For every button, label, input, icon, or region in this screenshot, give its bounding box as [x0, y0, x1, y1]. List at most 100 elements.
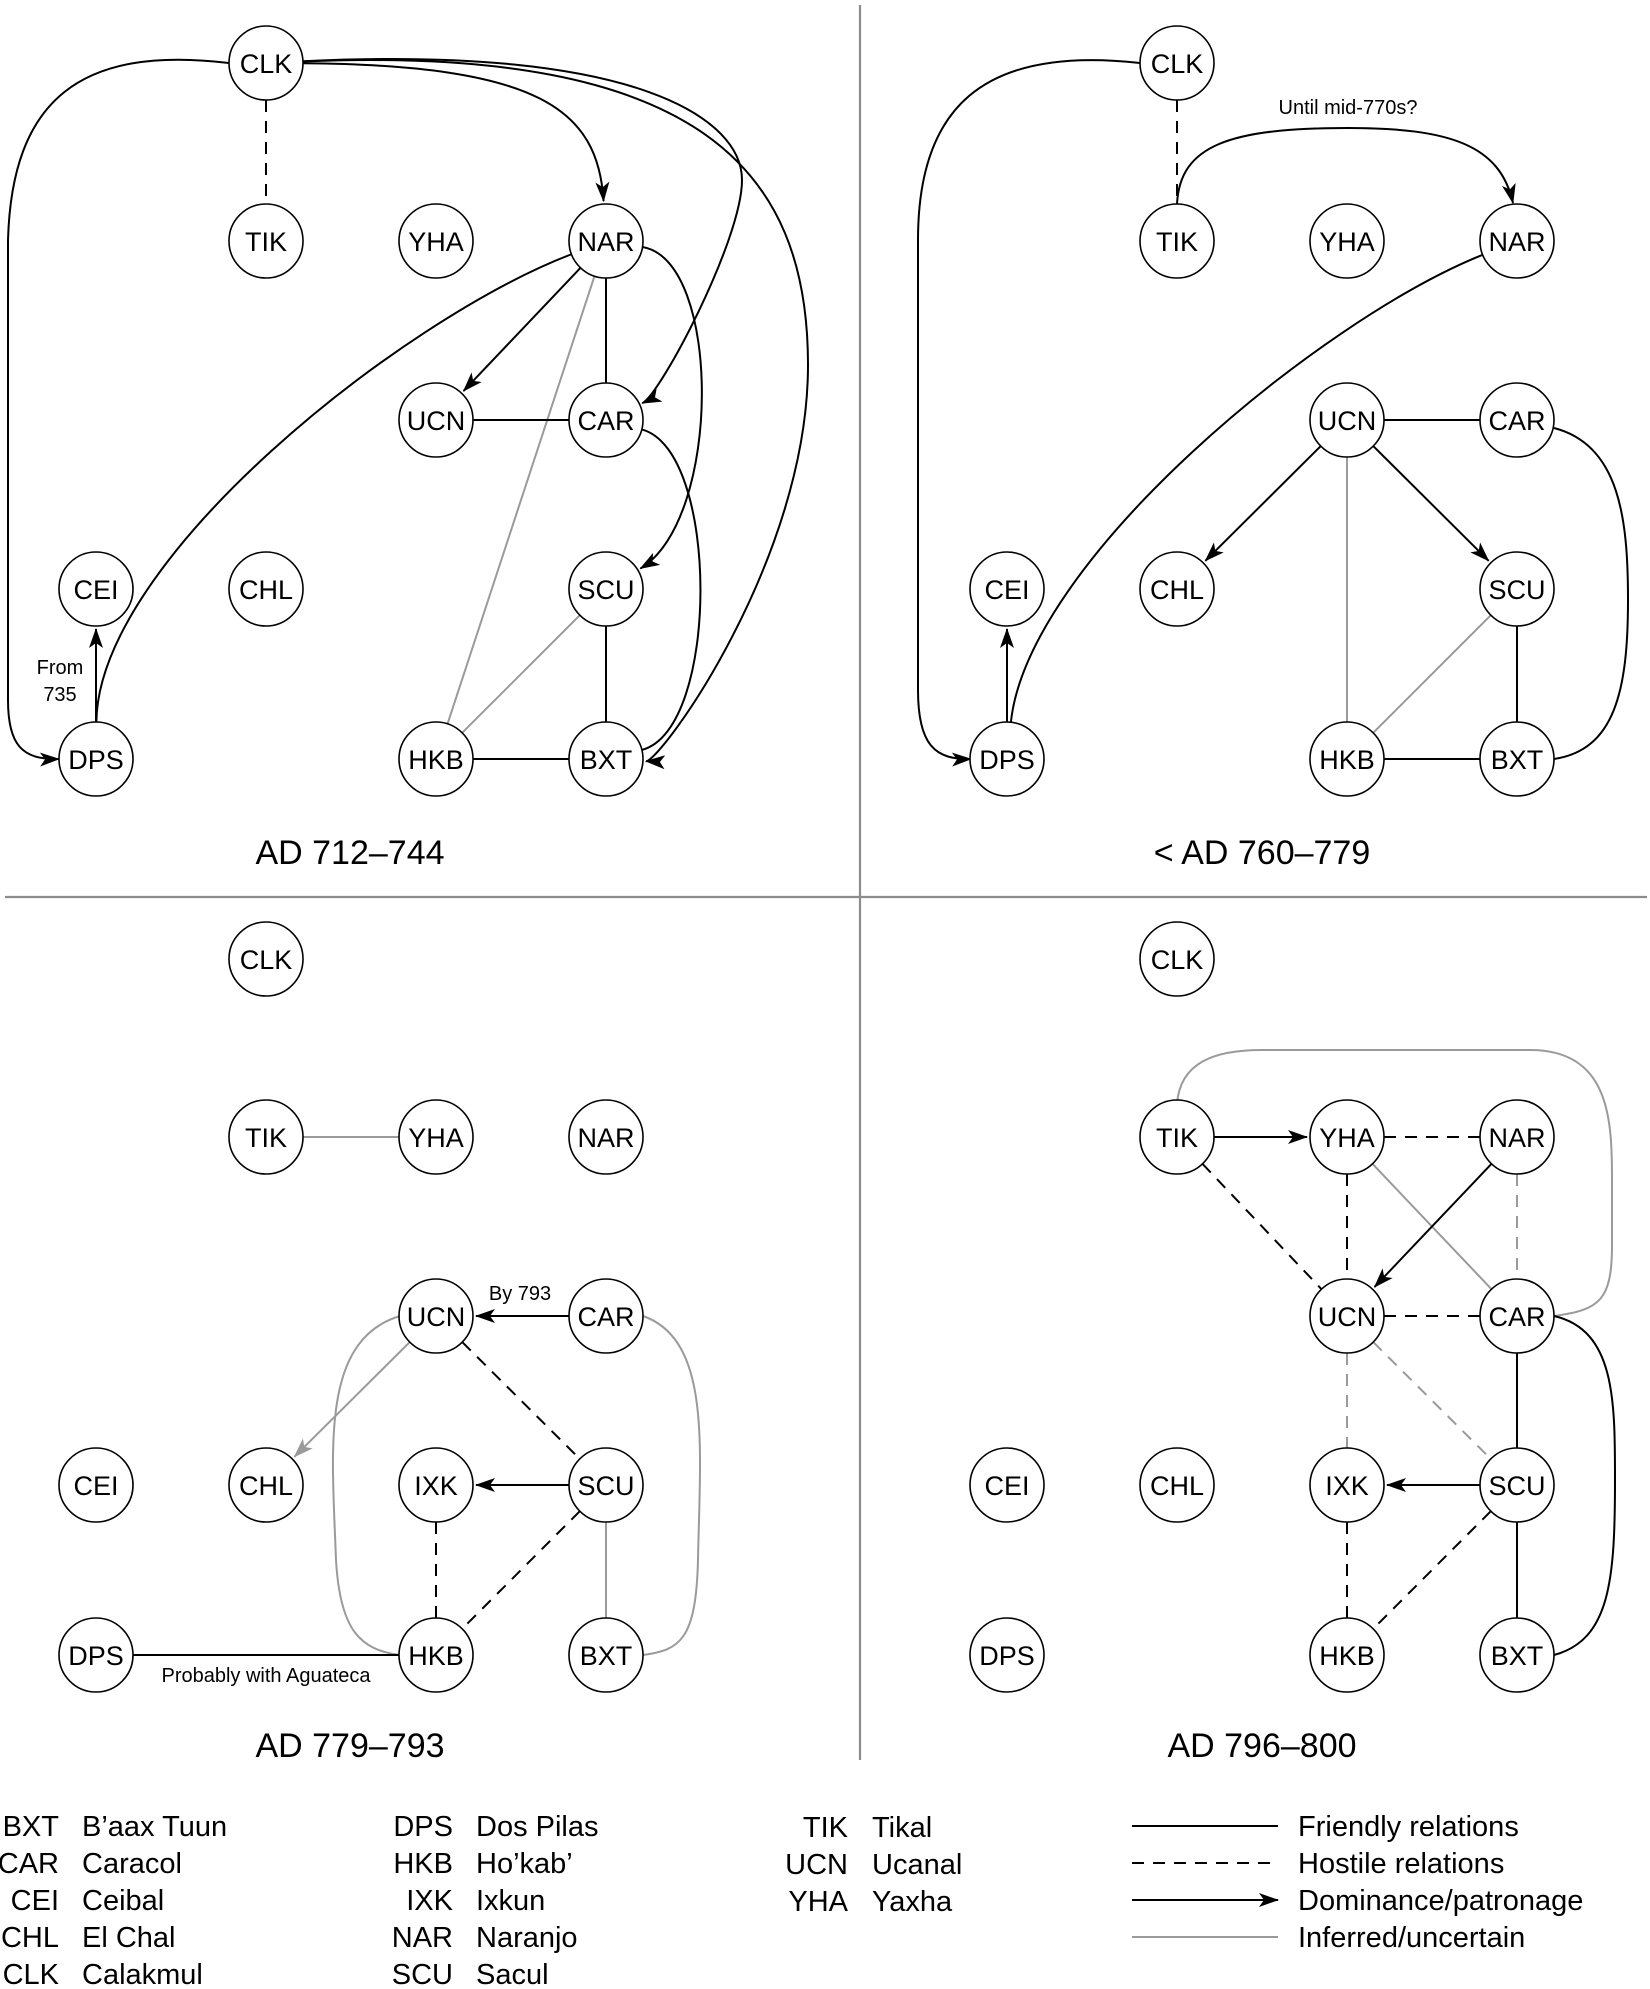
node-circle [228, 203, 304, 279]
node-label: CAR [577, 406, 634, 436]
node-cei: CEI [969, 1447, 1045, 1523]
node-label: CLK [240, 49, 293, 79]
node-ucn: UCN [398, 1278, 474, 1354]
abbr-code: IXK [406, 1885, 453, 1917]
node-label: NAR [1488, 1123, 1545, 1153]
node-ucn: UCN [1309, 1278, 1385, 1354]
node-circle [228, 25, 304, 101]
node-bxt: BXT [568, 721, 644, 797]
edge-nar-hkb [446, 275, 596, 725]
node-label: CHL [1150, 575, 1204, 605]
node-chl: CHL [1139, 551, 1215, 627]
node-label: TIK [1156, 1123, 1198, 1153]
node-yha: YHA [398, 1099, 474, 1175]
legend-hostile-label: Hostile relations [1298, 1848, 1504, 1880]
node-circle [398, 1617, 474, 1693]
node-label: DPS [979, 1641, 1035, 1671]
node-chl: CHL [1139, 1447, 1215, 1523]
node-circle [568, 1617, 644, 1693]
node-label: UCN [407, 1302, 466, 1332]
node-ucn: UCN [398, 382, 474, 458]
edge-clk-bxt [302, 59, 810, 769]
node-circle [1309, 1447, 1385, 1523]
node-label: SCU [1488, 1471, 1545, 1501]
node-label: TIK [245, 1123, 287, 1153]
node-label: CAR [577, 1302, 634, 1332]
abbr-name: B’aax Tuun [82, 1811, 227, 1843]
node-label: TIK [245, 227, 287, 257]
node-circle [1309, 721, 1385, 797]
node-label: CLK [1151, 49, 1204, 79]
node-circle [1479, 1617, 1555, 1693]
node-tik: TIK [228, 203, 304, 279]
node-scu: SCU [568, 1447, 644, 1523]
node-circle [969, 721, 1045, 797]
edges-layer [7, 57, 1630, 1656]
node-circle [398, 382, 474, 458]
node-scu: SCU [1479, 1447, 1555, 1523]
edge-ucn-hkb [331, 1315, 401, 1656]
node-circle [1309, 382, 1385, 458]
abbreviation-legend: BXT B’aax Tuun CAR Caracol CEI Ceibal CH… [0, 1811, 962, 1989]
node-dps: DPS [58, 721, 134, 797]
node-label: CHL [239, 1471, 293, 1501]
abbr-code: TIK [803, 1812, 849, 1844]
node-circle [398, 203, 474, 279]
node-clk: CLK [1139, 921, 1215, 997]
node-circle [1479, 203, 1555, 279]
node-circle [1139, 921, 1215, 997]
edge-clk-dps [917, 59, 1141, 767]
node-circle [568, 721, 644, 797]
abbr-name: Ucanal [872, 1849, 962, 1881]
node-label: CAR [1488, 406, 1545, 436]
node-hkb: HKB [1309, 721, 1385, 797]
node-yha: YHA [398, 203, 474, 279]
node-circle [568, 1099, 644, 1175]
node-hkb: HKB [398, 1617, 474, 1693]
line-style-legend: Friendly relations Hostile relations Dom… [1132, 1811, 1583, 1954]
edge-tik-ucn [1201, 1163, 1323, 1290]
node-label: BXT [580, 745, 633, 775]
node-circle [1309, 203, 1385, 279]
edge-nar-dps [1009, 253, 1484, 723]
abbr-code: BXT [3, 1811, 60, 1843]
node-label: SCU [577, 575, 634, 605]
panel-title-4: AD 796–800 [1167, 1727, 1356, 1765]
abbr-code: CHL [1, 1922, 59, 1954]
legend-dominance-label: Dominance/patronage [1298, 1885, 1583, 1917]
abbr-code: SCU [392, 1959, 453, 1989]
edge-car-bxt [642, 1315, 702, 1656]
node-car: CAR [568, 1278, 644, 1354]
node-chl: CHL [228, 1447, 304, 1523]
node-circle [1139, 1099, 1215, 1175]
node-label: DPS [979, 745, 1035, 775]
abbr-name: Ixkun [476, 1885, 545, 1917]
node-hkb: HKB [398, 721, 474, 797]
node-dps: DPS [969, 721, 1045, 797]
edge-ucn-scu [1372, 445, 1490, 562]
abbr-name: Yaxha [872, 1886, 953, 1918]
node-label: HKB [408, 1641, 464, 1671]
abbr-code: CLK [3, 1959, 60, 1989]
node-circle [228, 921, 304, 997]
edge-clk-nar [302, 62, 610, 203]
node-circle [228, 1447, 304, 1523]
abbr-code: UCN [785, 1849, 848, 1881]
annotation-until-mid-770s: Until mid-770s? [1279, 97, 1418, 119]
node-label: CEI [984, 1471, 1029, 1501]
edge-nar-ucn [462, 267, 582, 392]
node-label: CHL [239, 575, 293, 605]
node-cei: CEI [58, 551, 134, 627]
node-car: CAR [1479, 382, 1555, 458]
node-car: CAR [1479, 1278, 1555, 1354]
abbr-code: YHA [788, 1886, 848, 1918]
edge-car-bxt [1553, 427, 1630, 760]
node-circle [398, 1447, 474, 1523]
panel-title-3: AD 779–793 [255, 1727, 444, 1765]
node-circle [969, 1447, 1045, 1523]
node-circle [1479, 1099, 1555, 1175]
node-circle [1479, 1278, 1555, 1354]
node-label: CEI [73, 575, 118, 605]
node-ixk: IXK [398, 1447, 474, 1523]
